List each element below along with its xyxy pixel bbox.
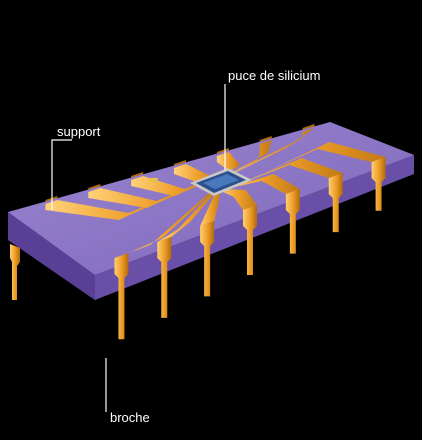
gold-lead (225, 142, 386, 190)
gold-lead (45, 176, 215, 220)
front-pin-row (10, 157, 386, 340)
chip-label: puce de silicium (228, 68, 321, 83)
support-label: support (57, 124, 101, 139)
front-pin (285, 189, 300, 254)
gold-lead (221, 174, 300, 194)
pin-label: broche (110, 410, 150, 425)
gold-lead (222, 140, 272, 178)
chip-detail (148, 178, 159, 182)
gold-lead (157, 189, 219, 242)
gold-lead (88, 176, 218, 208)
front-pin (243, 205, 257, 275)
chip-circuit-pattern (203, 174, 239, 189)
front-pin (10, 244, 20, 300)
front-pin (114, 253, 129, 340)
front-pin (157, 237, 172, 318)
gold-lead (219, 189, 257, 210)
gold-lead (114, 189, 217, 258)
silicon-chip (148, 168, 252, 196)
substrate-top-face (8, 122, 414, 275)
gold-lead (223, 158, 343, 190)
front-pin (200, 221, 215, 297)
substrate (8, 122, 414, 300)
substrate-left-face (8, 212, 95, 300)
front-pin (328, 173, 343, 233)
gold-lead (200, 189, 221, 226)
support-leader-line (51, 139, 72, 210)
gold-lead (216, 152, 241, 178)
front-pin (371, 157, 386, 211)
leader-lines (51, 84, 226, 412)
